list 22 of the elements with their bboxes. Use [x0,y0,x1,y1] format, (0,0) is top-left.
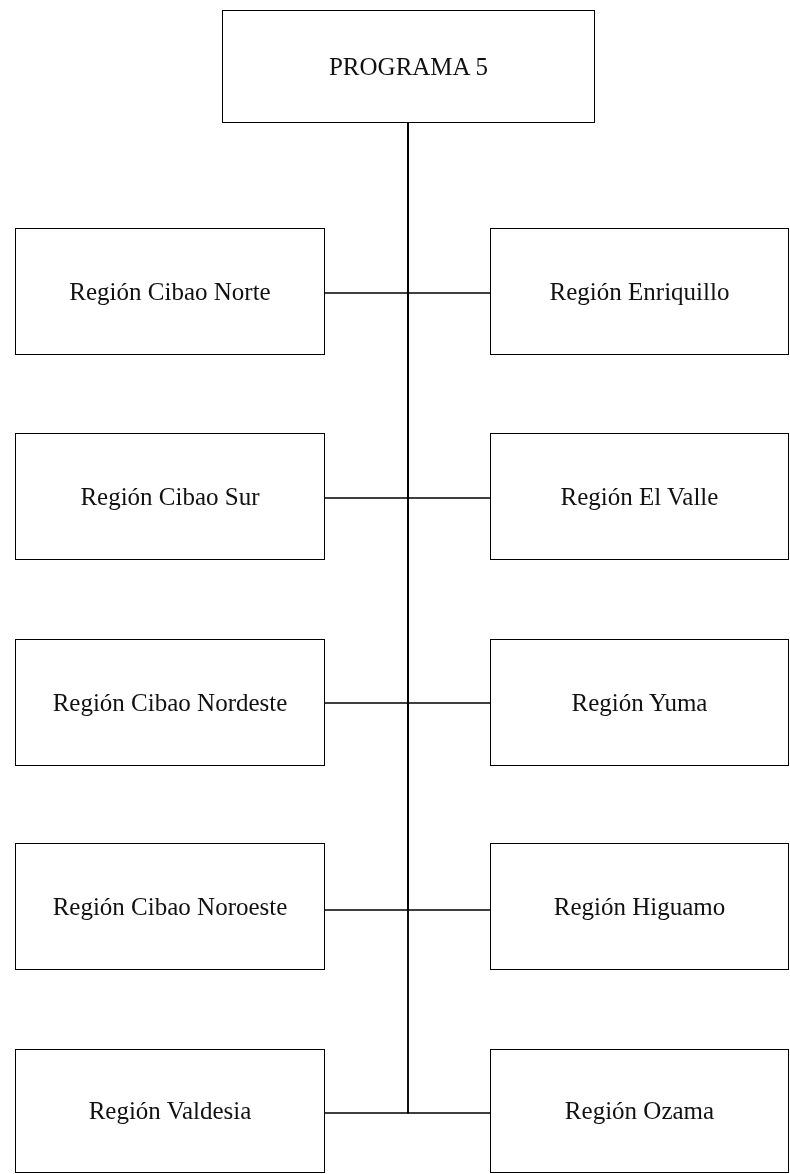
box-label: Región Higuamo [553,891,726,922]
box-label: Región Yuma [571,687,708,718]
box-label: Región Valdesia [88,1096,252,1126]
region-box [15,433,325,560]
region-box [15,1049,325,1173]
box-label: Región Cibao Nordeste [52,687,288,718]
box-label: Región El Valle [560,481,719,512]
region-box [490,639,789,766]
box-label: Región Cibao Sur [80,481,260,512]
box-label: Región Ozama [564,1096,715,1126]
box-label: PROGRAMA 5 [328,51,489,82]
region-box [15,639,325,766]
region-box [490,433,789,560]
region-box [490,228,789,355]
region-box [15,228,325,355]
program-box [222,10,595,123]
region-box [490,1049,789,1173]
box-label: Región Enriquillo [549,276,730,307]
region-box [15,843,325,970]
box-label: Región Cibao Noroeste [52,891,288,922]
box-label: Región Cibao Norte [69,276,271,307]
region-box [490,843,789,970]
